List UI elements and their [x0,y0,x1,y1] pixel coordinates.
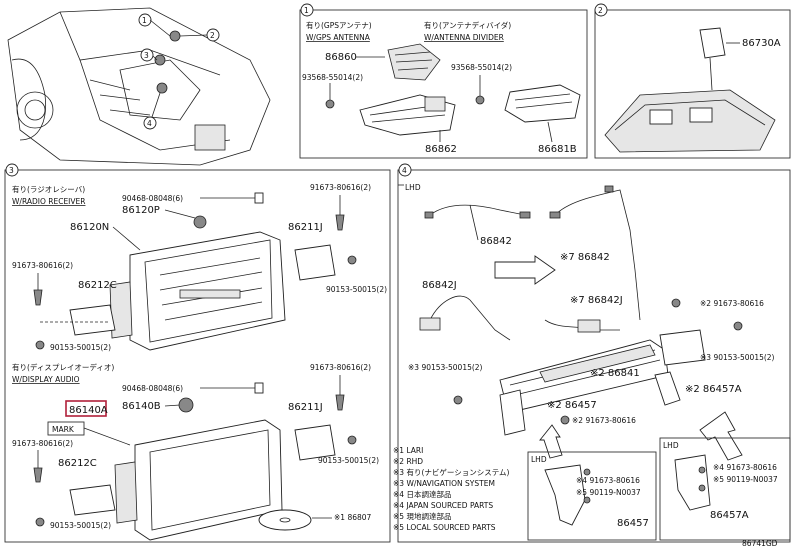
display-label-jp: 有り(ディスプレイオーディオ) [12,362,114,372]
disc-part [258,509,312,531]
microphone-part [699,27,726,59]
lhd-box-a-title: LHD [531,455,547,464]
lhd-box-a-nut: ※5 90119-N0037 [576,488,641,497]
section-2-frame [594,9,791,159]
part-86211J-display: 86211J [288,402,323,413]
part-86842-rhd: ※7 86842 [560,252,610,263]
display-label-en: W/DISPLAY AUDIO [12,375,80,384]
part-86842: 86842 [480,236,512,247]
radio-bracket-right [294,244,336,281]
document-id: 86741GD [742,539,778,548]
display-screw-right-label: 90153-50015(2) [318,456,379,465]
bracket-86457 [499,389,526,436]
mark-label: MARK [52,425,75,434]
arrow-right [494,255,556,285]
arrow-up-right [699,411,743,461]
highlight-box-86140A [65,400,107,417]
lhd-box-a-part: 86457 [617,518,649,529]
radio-screw-right-label: 90153-50015(2) [326,285,387,294]
harness-86842 [429,204,526,216]
part-86841: ※2 86841 [590,368,640,379]
section-3-frame [4,169,391,543]
section-1-badge [300,3,314,17]
legend-line-8: ※5 LOCAL SOURCED PARTS [393,523,496,532]
part-86120P: 86120P [122,205,160,216]
svg-text:4: 4 [147,119,152,128]
radio-screw-label: 90468-08048(6) [122,194,183,203]
part-86120N: 86120N [70,222,109,233]
radio-bolt-label-left: 91673-80616(2) [12,261,73,270]
legend-line-4: ※3 W/NAVIGATION SYSTEM [393,479,495,488]
bracket-86457A [654,371,681,406]
svg-text:2: 2 [210,31,215,40]
lhd-label: LHD [405,183,421,192]
legend-line-3: ※3 有り(ナビゲーションシステム) [393,467,509,477]
arrow-up-left [539,424,563,459]
harness-86842J [429,295,511,341]
radio-label-jp: 有り(ラジオレシーバ) [12,184,85,194]
part-86457A: ※2 86457A [685,384,742,395]
radio-bracket-left [69,304,116,336]
screw-90153-left: ※3 90153-50015(2) [408,363,483,372]
lhd-box-b [659,437,791,541]
legend-line-2: ※2 RHD [393,457,423,466]
part-86842J: 86842J [422,280,457,291]
lhd-box-b-part: 86457A [710,510,749,521]
gps-label-jp: 有り(GPSアンテナ) [306,20,372,30]
part-86140B: 86140B [122,401,161,412]
radio-screw-left-label: 90153-50015(2) [50,343,111,352]
part-86212C: 86212C [78,280,117,291]
part-86140A: 86140A [69,405,108,416]
display-screw-left-label: 90153-50015(2) [50,521,111,530]
divider-part [504,84,581,123]
legend-line-5: ※4 日本調達部品 [393,489,451,499]
section-4-number: 4 [402,166,407,175]
screw-90153-right: ※3 90153-50015(2) [700,353,775,362]
bolt-91673-right: ※2 91673-80616 [700,299,764,308]
gps-clip-label: 93568-55014(2) [302,73,363,82]
part-86860: 86860 [325,52,357,63]
gps-label-en: W/GPS ANTENNA [306,33,371,42]
divider-clip-label: 93568-55014(2) [451,63,512,72]
display-screw-label: 90468-08048(6) [122,384,183,393]
part-86730A: 86730A [742,38,781,49]
part-86842J-rhd: ※7 86842J [570,295,623,306]
display-bracket-right [294,424,336,461]
part-86681B: 86681B [538,144,577,155]
divider-label-en: W/ANTENNA DIVIDER [424,33,504,42]
legend-line-7: ※5 現地調達部品 [393,511,451,521]
part-86862: 86862 [425,144,457,155]
radio-label-en: W/RADIO RECEIVER [12,197,85,206]
lhd-box-b-bolt: ※4 91673-80616 [713,463,777,472]
vehicle-overview: 1 2 3 4 [7,7,271,166]
section-1-frame [299,9,588,159]
lhd-box-a-bolt: ※4 91673-80616 [576,476,640,485]
legend-line-1: ※1 LARI [393,446,423,455]
legend-line-6: ※4 JAPAN SOURCED PARTS [393,501,493,510]
section-3-number: 3 [9,166,14,175]
footnote-legend: ※1 LARI ※2 RHD ※3 有り(ナビゲーションシステム) ※3 W/N… [393,446,509,532]
section-1-number: 1 [304,6,309,15]
display-bracket-left [69,484,116,516]
gps-antenna-part [387,43,441,81]
lhd-box-b-nut: ※5 90119-N0037 [713,475,778,484]
section-2-number: 2 [598,6,603,15]
part-86457: ※2 86457 [547,400,597,411]
lhd-box-a [527,451,657,541]
part-86807: ※1 86807 [334,513,372,522]
harness-86842-rhd [554,189,641,321]
part-86211J: 86211J [288,222,323,233]
radio-bolt-label-top: 91673-80616(2) [310,183,371,192]
mark-box [47,421,85,436]
part-86212C-display: 86212C [58,458,97,469]
bolt-91673-bottom: ※2 91673-80616 [572,416,636,425]
display-bolt-label-left: 91673-80616(2) [12,439,73,448]
display-bolt-label-top: 91673-80616(2) [310,363,371,372]
svg-text:3: 3 [144,51,149,60]
section-4-frame [397,169,791,543]
svg-text:1: 1 [142,16,147,25]
lhd-box-b-title: LHD [663,441,679,450]
divider-label-jp: 有り(アンテナディバイダ) [424,20,511,30]
